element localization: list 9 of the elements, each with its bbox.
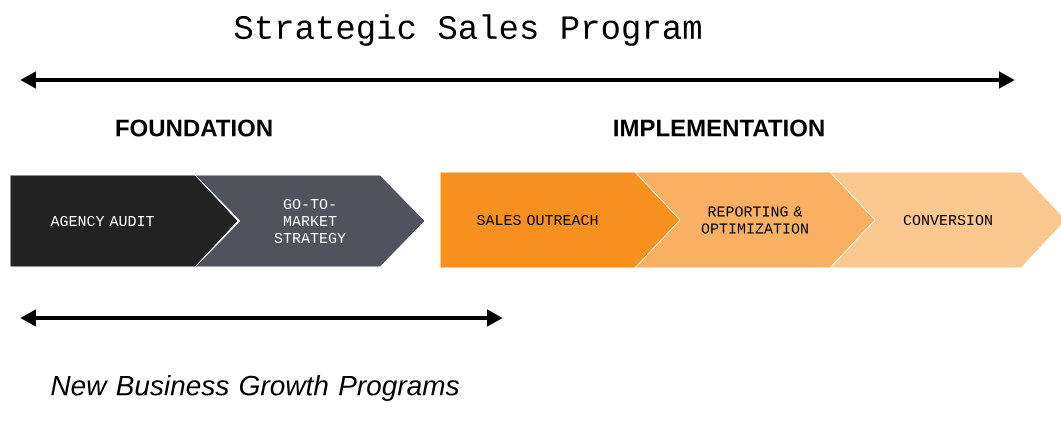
process-step: REPORTING & OPTIMIZATION bbox=[634, 171, 876, 269]
span-caption: New Business Growth Programs bbox=[51, 374, 459, 402]
section-heading: FOUNDATION bbox=[116, 119, 272, 137]
process-step: SALES OUTREACH bbox=[439, 171, 681, 269]
title: Strategic Sales Program bbox=[234, 14, 701, 46]
process-step: GO-TO- MARKET STRATEGY bbox=[194, 174, 426, 268]
process-step: CONVERSION bbox=[829, 171, 1061, 269]
process-step: AGENCY AUDIT bbox=[9, 174, 239, 268]
section-heading: IMPLEMENTATION bbox=[614, 119, 824, 137]
